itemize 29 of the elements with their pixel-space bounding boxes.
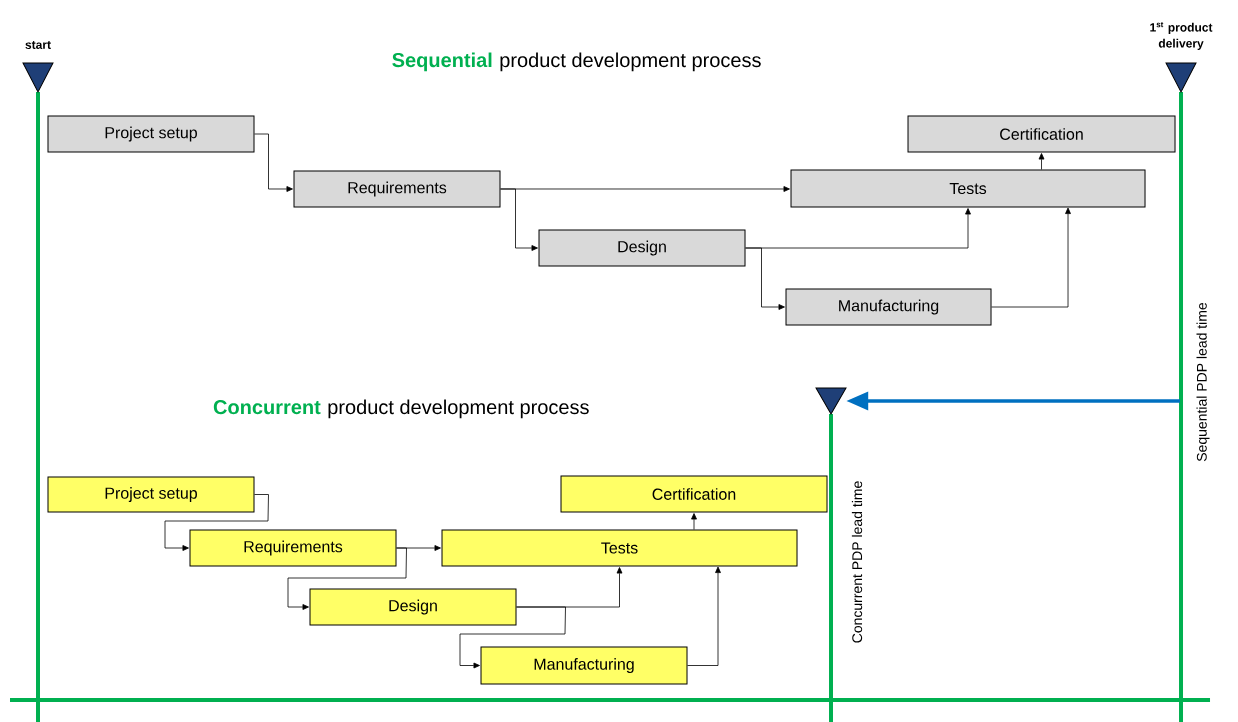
arrow [287, 547, 407, 610]
section-title: product development process [328, 399, 589, 419]
section-title: Sequential [392, 52, 492, 72]
process-box: Certification [560, 475, 828, 513]
process-box: Requirements [189, 529, 397, 567]
lead-time-label: Concurrent PDP lead time [851, 481, 863, 643]
process-box: Design [538, 229, 746, 267]
lead-time-label: Sequential PDP lead time [1196, 302, 1210, 462]
arrow [164, 494, 269, 551]
section-title: Concurrent [213, 400, 321, 415]
process-box: Certification [907, 115, 1176, 153]
arrow [459, 606, 566, 669]
process-box: Tests [790, 169, 1146, 208]
arrow [1038, 153, 1045, 170]
arrow [500, 188, 538, 251]
arrow [254, 133, 293, 192]
arrow [691, 513, 697, 530]
process-box: Requirements [293, 170, 501, 208]
process-box: Project setup [47, 115, 255, 153]
arrow [991, 207, 1071, 308]
milestone-triangle [815, 387, 847, 415]
process-box: Design [309, 588, 517, 626]
section-title: product development process [500, 52, 761, 72]
process-box: Tests [441, 529, 798, 567]
process-box: Manufacturing [785, 288, 992, 326]
process-box: Project setup [47, 476, 255, 513]
process-box: Manufacturing [480, 646, 688, 685]
arrow [687, 566, 721, 666]
arrow [745, 247, 785, 310]
